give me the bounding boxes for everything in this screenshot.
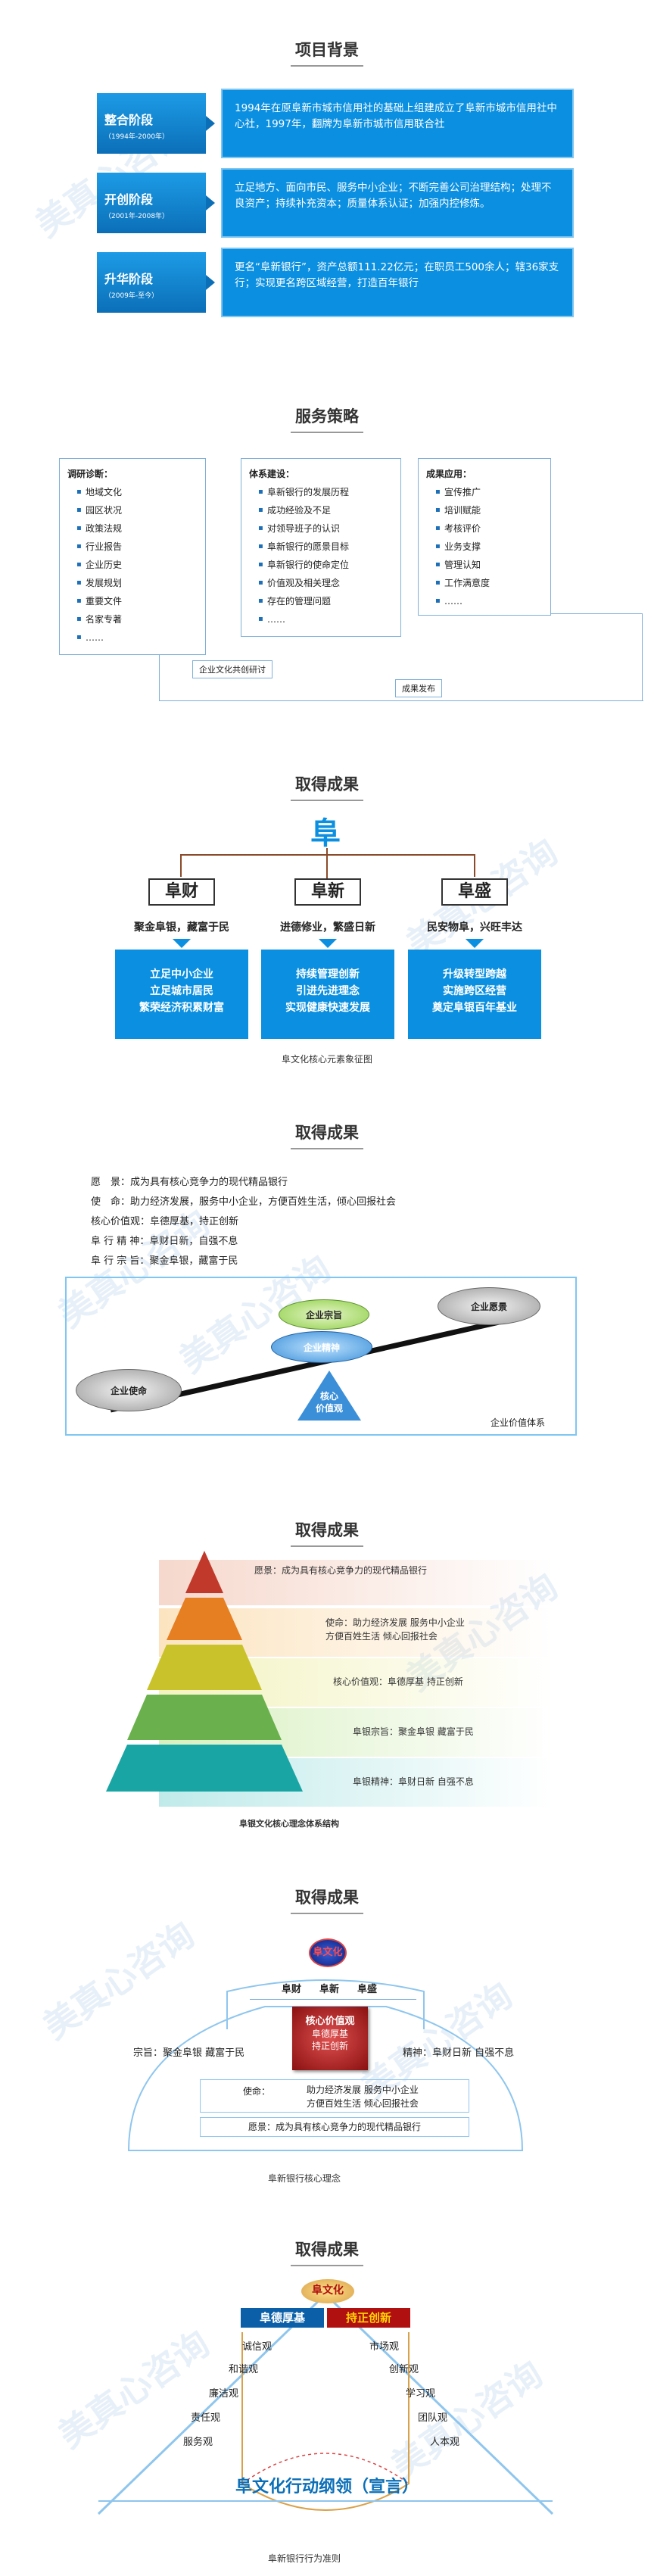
figure-caption: 阜新银行核心理念 xyxy=(267,2173,341,2184)
left-item: 服务观 xyxy=(183,2437,213,2448)
system-column: 体系建设： 阜新银行的发展历程成功经验及不足对领导班子的认识 阜新银行的愿景目标… xyxy=(241,458,401,637)
connector-line xyxy=(551,613,642,614)
value-line: 阜 行 精 神：阜财日新，自强不息 xyxy=(91,1236,238,1247)
base-line xyxy=(98,2500,553,2502)
right-item: 创新观 xyxy=(389,2364,419,2375)
triad-label: 阜盛 xyxy=(357,1984,378,1995)
pyramid-label-vision: 愿景：成为具有核心竞争力的现代精品银行 xyxy=(254,1565,428,1576)
tree-line xyxy=(180,854,182,877)
divider-line xyxy=(250,1999,416,2000)
connector-line xyxy=(159,655,160,700)
pyramid-band xyxy=(159,1560,553,1605)
value-line: 使 命：助力经济发展，服务中小企业，方便百姓生活，倾心回报社会 xyxy=(91,1196,397,1208)
right-item: 学习观 xyxy=(406,2388,436,2400)
left-item: 诚信观 xyxy=(242,2341,272,2353)
right-pillar-label: 持正创新 xyxy=(327,2308,410,2328)
section-title: 服务策略 xyxy=(0,404,654,433)
pyramid-label-core: 核心价值观：阜德厚基 持正创新 xyxy=(333,1676,463,1687)
branch-box: 升级转型跨越实施跨区经营奠定阜银百年基业 xyxy=(408,950,541,1039)
value-line: 阜 行 宗 旨：聚金阜银，藏富于民 xyxy=(91,1255,238,1267)
top-badge: 阜文化 xyxy=(301,2279,354,2303)
arrow-icon xyxy=(173,939,191,948)
figure-caption: 阜文化核心元素象征图 xyxy=(281,1054,372,1065)
action-program-title: 阜文化行动纲领（宣言） xyxy=(235,2478,419,2496)
stage-label: 整合阶段（1994年-2000年） xyxy=(97,93,206,154)
section-title: 取得成果 xyxy=(0,1885,654,1914)
value-line: 核心价值观：阜德厚基，持正创新 xyxy=(91,1216,239,1227)
right-item: 人本观 xyxy=(430,2437,460,2448)
root-character: 阜 xyxy=(310,816,341,851)
spirit-text: 精神：阜财日新 自强不息 xyxy=(403,2047,515,2059)
tree-line xyxy=(180,854,475,856)
connector-line xyxy=(159,700,643,701)
branch-tag: 阜新 xyxy=(294,878,361,906)
core-label: 核心价值观 xyxy=(315,1391,343,1414)
branch-subtitle: 民安物阜，兴旺丰达 xyxy=(427,922,522,934)
mission-ellipse: 企业使命 xyxy=(76,1369,182,1411)
figure-caption: 阜银文化核心理念体系结构 xyxy=(239,1819,339,1829)
stage-label: 开创阶段（2001年-2008年） xyxy=(97,173,206,233)
purpose-text: 宗旨：聚金阜银 藏富于民 xyxy=(133,2047,245,2059)
core-triangle xyxy=(297,1371,361,1421)
stage-description: 更名“阜新银行”，资产总额111.22亿元；在职员工500余人；辖36家支行；实… xyxy=(221,248,574,317)
left-pillar-label: 阜德厚基 xyxy=(241,2308,324,2328)
stage-label: 升华阶段（2009年-至今） xyxy=(97,252,206,313)
pyramid-label-purpose: 阜银宗旨：聚金阜银 藏富于民 xyxy=(353,1726,474,1737)
arrow-icon xyxy=(206,116,215,131)
tree-line xyxy=(474,854,475,877)
tree-line xyxy=(326,848,328,878)
branch-subtitle: 聚金阜银，藏富于民 xyxy=(134,922,229,934)
vision-box: 愿景：成为具有核心竞争力的现代精品银行 xyxy=(200,2117,469,2137)
branch-tag: 阜财 xyxy=(148,878,215,906)
section-title: 取得成果 xyxy=(0,2238,654,2266)
value-line: 愿 景：成为具有核心竞争力的现代精品银行 xyxy=(91,1177,288,1188)
branch-tag: 阜盛 xyxy=(441,878,508,906)
branch-subtitle: 进德修业，繁盛日新 xyxy=(280,922,375,934)
core-value-box: 核心价值观阜德厚基持正创新 xyxy=(292,2007,368,2070)
research-column: 调研诊断： 地域文化园区状况政策法规 行业报告企业历史发展规划 重要文件名家专著… xyxy=(59,458,206,655)
release-label: 成果发布 xyxy=(395,679,442,697)
left-item: 和谐观 xyxy=(229,2364,259,2375)
stage-description: 立足地方、面向市民、服务中小企业；不断完善公司治理结构；处理不良资产；持续补充资… xyxy=(221,168,574,238)
triad-label: 阜新 xyxy=(319,1984,340,1995)
purpose-ellipse: 企业宗旨 xyxy=(279,1299,369,1330)
right-item: 市场观 xyxy=(369,2341,400,2353)
branch-box: 持续管理创新引进先进理念实现健康快速发展 xyxy=(261,950,394,1039)
arrow-icon xyxy=(319,939,337,948)
section-title: 取得成果 xyxy=(0,1121,654,1149)
spirit-ellipse: 企业精神 xyxy=(271,1331,372,1363)
branch-box: 立足中小企业立足城市居民繁荣经济积累财富 xyxy=(115,950,248,1039)
pyramid-label-spirit: 阜银精神：阜财日新 自强不息 xyxy=(353,1776,474,1787)
workshop-label: 企业文化共创研讨 xyxy=(192,660,272,678)
figure-caption: 阜新银行行为准则 xyxy=(267,2553,341,2564)
arrow-icon xyxy=(206,195,215,211)
arrow-icon xyxy=(206,275,215,290)
connector-line xyxy=(642,613,643,701)
section-title: 项目背景 xyxy=(0,38,654,67)
triad-label: 阜财 xyxy=(282,1984,302,1995)
figure-caption: 企业价值体系 xyxy=(490,1417,546,1428)
value-system-frame xyxy=(65,1277,577,1436)
dome-frame xyxy=(127,1979,524,2151)
left-item: 廉洁观 xyxy=(209,2388,239,2400)
arrow-icon xyxy=(466,939,484,948)
application-column: 成果应用： 宣传推广培训赋能考核评价 业务支撑管理认知工作满意度 …… xyxy=(418,458,551,616)
center-badge: 阜文化 xyxy=(309,1938,347,1967)
pyramid-label-mission: 使命：助力经济发展 服务中小企业 方便百姓生活 倾心回报社会 xyxy=(325,1617,465,1642)
stage-description: 1994年在原阜新市城市信用社的基础上组建成立了阜新市城市信用社中心社，1997… xyxy=(221,89,574,158)
mission-box: 使命： 助力经济发展 服务中小企业 方便百姓生活 倾心回报社会 xyxy=(200,2079,469,2113)
right-item: 团队观 xyxy=(418,2412,448,2424)
section-title: 取得成果 xyxy=(0,1518,654,1547)
vision-ellipse: 企业愿景 xyxy=(438,1287,540,1325)
left-item: 责任观 xyxy=(191,2412,221,2424)
section-title: 取得成果 xyxy=(0,772,654,801)
pyramid xyxy=(106,1551,303,1792)
